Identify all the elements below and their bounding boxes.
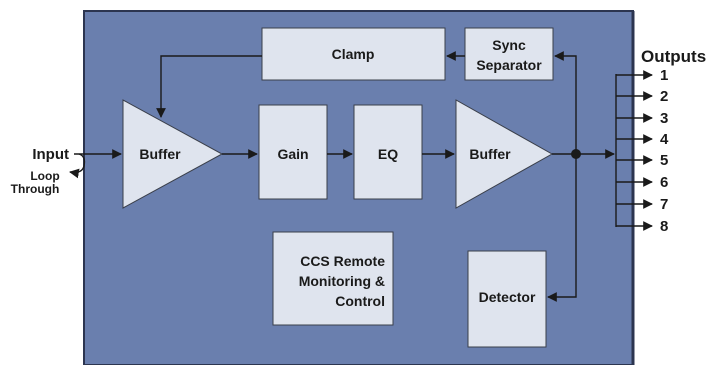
outputs-title: Outputs [641,47,706,66]
input-buffer-amplifier: Buffer [122,99,224,209]
split-node [571,149,581,159]
output-taps [616,70,653,231]
ccs-label-line2: Monitoring & [299,273,385,289]
node-to-sync-line [554,51,577,154]
loop-through-label-line1: Loop [30,169,59,183]
output-number: 5 [660,152,668,169]
clamp-block: Clamp [261,27,446,81]
eq-label: EQ [378,146,398,162]
sync-separator-label-line2: Separator [476,57,542,73]
output-numbers: 1 2 3 4 5 6 7 8 [660,67,669,235]
detector-block: Detector [467,250,547,348]
output-number: 4 [660,131,669,148]
output-buffer-label: Buffer [469,146,511,162]
output-number: 1 [660,67,668,84]
gain-label: Gain [277,146,308,162]
output-number: 7 [660,196,668,213]
detector-label: Detector [479,289,536,305]
sync-separator-label-line1: Sync [492,37,526,53]
output-buffer-amplifier: Buffer [455,99,554,209]
loop-through-line [69,153,86,179]
eq-block: EQ [353,104,423,200]
ccs-label-line3: Control [335,293,385,309]
ccs-remote-block: CCS Remote Monitoring & Control [272,231,394,326]
loop-through-label-line2: Through [11,182,60,196]
clamp-to-buffer-line [156,55,262,118]
output-number: 2 [660,88,668,105]
ccs-label-line1: CCS Remote [300,253,385,269]
output-number: 6 [660,174,668,191]
output-number: 8 [660,218,668,235]
output-number: 3 [660,110,668,127]
input-buffer-label: Buffer [139,146,181,162]
input-label: Input [32,146,69,163]
node-to-detector-line [547,154,577,302]
signal-lines [69,51,617,302]
sync-separator-block: Sync Separator [464,27,554,81]
clamp-label: Clamp [332,46,375,62]
gain-block: Gain [258,104,328,200]
